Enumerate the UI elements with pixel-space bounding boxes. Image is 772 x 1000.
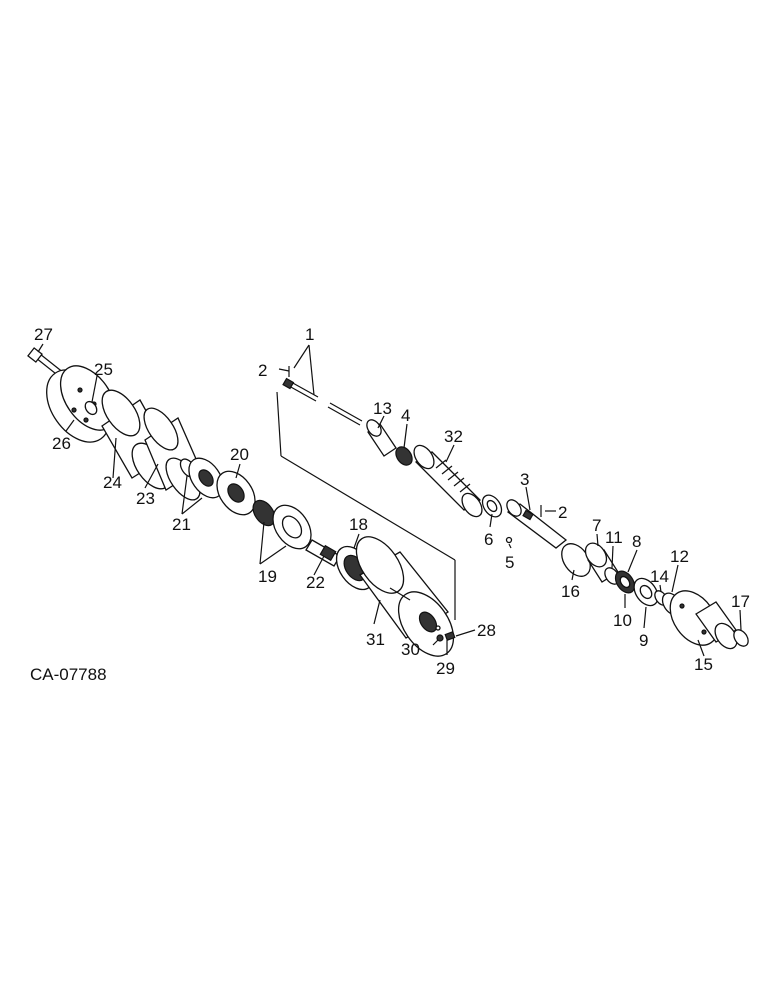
part-22-drive-shaft — [305, 539, 341, 567]
part-21-seal-plate — [179, 457, 224, 499]
callout-31: 31 — [366, 630, 385, 649]
callout-12: 12 — [670, 547, 689, 566]
callout-21: 21 — [172, 515, 191, 534]
callout-13: 13 — [373, 399, 392, 418]
callout-15: 15 — [694, 655, 713, 674]
callout-4: 4 — [401, 406, 410, 425]
callout-labels: 27 25 26 24 23 21 20 19 22 18 31 30 29 2… — [34, 325, 750, 678]
callout-23: 23 — [136, 489, 155, 508]
callout-5: 5 — [505, 553, 514, 572]
part-25-washer — [84, 400, 98, 416]
callout-30: 30 — [401, 640, 420, 659]
callout-32: 32 — [444, 427, 463, 446]
diagram-code: CA-07788 — [30, 665, 107, 684]
callout-9: 9 — [639, 631, 648, 650]
callout-19: 19 — [258, 567, 277, 586]
part-3-shaft — [506, 499, 568, 549]
leader-lines — [37, 343, 742, 657]
callout-2a: 2 — [258, 361, 267, 380]
part-4-nut — [395, 446, 413, 466]
part-13-sleeve — [366, 419, 397, 457]
callout-26: 26 — [52, 434, 71, 453]
part-15-flange — [669, 590, 738, 650]
callout-16: 16 — [561, 582, 580, 601]
part-1-spool-assembly — [282, 377, 363, 426]
callout-11: 11 — [605, 528, 623, 547]
callout-27: 27 — [34, 325, 53, 344]
part-28-29-30-fittings — [435, 625, 456, 642]
callout-17: 17 — [731, 592, 750, 611]
callout-10: 10 — [613, 611, 632, 630]
part-19-rotor-set — [252, 499, 312, 550]
part-20-plate — [216, 470, 256, 516]
callout-1: 1 — [305, 325, 314, 344]
callout-22: 22 — [306, 573, 325, 592]
callout-2b: 2 — [558, 503, 567, 522]
callout-28: 28 — [477, 621, 496, 640]
callout-14: 14 — [650, 567, 669, 586]
part-17-snap-ring — [733, 629, 749, 647]
callout-20: 20 — [230, 445, 249, 464]
callout-7: 7 — [592, 516, 601, 535]
assembly-bracket-lines — [276, 391, 456, 620]
part-26-end-cap — [46, 365, 117, 443]
part-10-ring — [614, 570, 636, 594]
part-5-ball — [505, 536, 513, 544]
callout-25: 25 — [94, 360, 113, 379]
callout-29: 29 — [436, 659, 455, 678]
callout-18: 18 — [349, 515, 368, 534]
part-32-spool — [413, 444, 483, 518]
callout-3: 3 — [520, 470, 529, 489]
part-6-ring — [481, 494, 503, 518]
part-9-washer — [633, 577, 659, 607]
callout-8: 8 — [632, 532, 641, 551]
callout-24: 24 — [103, 473, 122, 492]
callout-6: 6 — [484, 530, 493, 549]
